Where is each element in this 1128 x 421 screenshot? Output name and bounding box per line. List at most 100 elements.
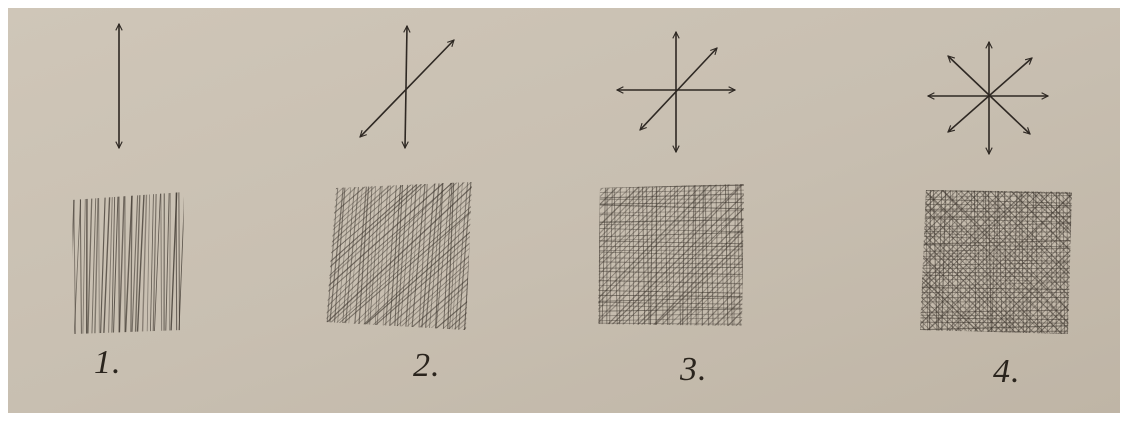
pencil-stroke: [952, 190, 1072, 302]
pencil-stroke: [973, 190, 1072, 285]
pencil-stroke: [598, 184, 702, 283]
pencil-stroke: [598, 209, 744, 215]
pencil-stroke: [93, 192, 100, 334]
pencil-stroke: [446, 182, 462, 330]
pencil-stroke: [598, 294, 744, 298]
pencil-stroke: [439, 182, 456, 330]
pencil-stroke: [598, 304, 744, 310]
pencil-stroke: [941, 190, 1072, 311]
pencil-stroke: [931, 190, 939, 334]
pencil-stroke: [644, 184, 652, 326]
pencil-stroke: [600, 184, 608, 326]
pencil-stroke: [709, 184, 715, 326]
pencil-stroke: [920, 271, 1072, 274]
pencil-stroke: [598, 198, 744, 201]
pencil-stroke: [451, 182, 471, 330]
pencil-stroke: [326, 185, 472, 330]
pencil-stroke: [969, 235, 1072, 334]
pencil-stroke: [598, 278, 744, 286]
pencil-stroke: [977, 243, 1072, 334]
pencil-stroke: [363, 237, 472, 330]
pencil-stroke: [979, 190, 1072, 279]
hatching-illustration: [8, 8, 1120, 413]
pencil-stroke: [920, 190, 1072, 334]
pencil-stroke: [326, 182, 462, 309]
pencil-stroke: [979, 247, 1072, 334]
pencil-stroke: [326, 182, 466, 318]
pencil-stroke: [160, 192, 163, 334]
pencil-stroke: [920, 190, 1072, 334]
pencil-stroke: [951, 190, 1072, 310]
two-direction-arrows-icon: [360, 26, 454, 148]
pencil-stroke: [339, 182, 366, 330]
pencil-stroke: [920, 190, 1072, 334]
pencil-stroke: [920, 197, 1072, 206]
pencil-stroke: [944, 210, 1072, 334]
paper-background: [8, 8, 1120, 413]
pencil-stroke: [920, 222, 1039, 334]
pencil-stroke: [1050, 190, 1053, 334]
pencil-stroke: [945, 190, 952, 334]
pencil-stroke: [942, 208, 1072, 334]
pencil-stroke: [326, 182, 467, 311]
pencil-stroke: [598, 184, 719, 302]
pencil-stroke: [326, 182, 466, 306]
pencil-stroke: [415, 182, 441, 330]
pencil-stroke: [645, 230, 744, 326]
figure-label-1: 1.: [94, 344, 122, 381]
pencil-stroke: [924, 190, 1066, 334]
pencil-stroke: [626, 216, 744, 326]
pencil-stroke: [141, 192, 148, 334]
pencil-stroke: [349, 182, 372, 330]
pencil-stroke: [955, 190, 1072, 298]
pencil-stroke: [347, 225, 472, 330]
pencil-stroke: [363, 182, 380, 330]
pencil-stroke: [326, 182, 472, 330]
pencil-stroke: [920, 221, 1072, 229]
pencil-stroke: [423, 182, 448, 330]
pencil-stroke: [598, 260, 744, 266]
pencil-stroke: [655, 184, 658, 326]
pencil-stroke: [983, 190, 990, 334]
pencil-stroke: [1055, 190, 1058, 334]
pencil-stroke: [598, 184, 725, 308]
pencil-stroke: [920, 190, 1031, 293]
pencil-stroke: [606, 195, 744, 326]
pencil-stroke: [920, 296, 1072, 299]
pencil-stroke: [920, 190, 1044, 308]
pencil-stroke: [920, 190, 1072, 334]
pencil-stroke: [600, 190, 744, 326]
pencil-stroke: [326, 186, 472, 330]
pencil-stroke: [933, 190, 1072, 329]
pencil-stroke: [151, 192, 158, 334]
pencil-stroke: [326, 182, 431, 280]
pencil-stroke: [646, 232, 744, 326]
pencil-stroke: [1009, 190, 1011, 334]
pencil-stroke: [955, 190, 1072, 306]
pencil-stroke: [387, 259, 472, 330]
pencil-stroke: [675, 184, 683, 326]
pencil-stroke: [920, 190, 1050, 312]
pencil-stroke: [134, 192, 147, 334]
pencil-stroke: [920, 217, 1044, 334]
pencil-stroke: [326, 182, 452, 298]
pencil-stroke: [937, 198, 1072, 334]
pencil-stroke: [951, 190, 1072, 307]
pencil-stroke: [326, 182, 420, 263]
pencil-stroke: [920, 190, 1072, 334]
pencil-stroke: [990, 190, 997, 334]
pencil-stroke: [345, 216, 472, 330]
pencil-stroke: [920, 190, 1050, 314]
pencil-stroke: [598, 257, 744, 260]
pencil-stroke: [326, 182, 472, 327]
pencil-stroke: [951, 190, 954, 334]
pencil-stroke: [986, 190, 993, 334]
pencil-stroke: [1045, 190, 1049, 334]
pencil-stroke: [939, 190, 948, 334]
pencil-stroke: [371, 182, 394, 330]
pencil-stroke: [346, 217, 472, 330]
pencil-stroke: [326, 182, 472, 330]
pencil-stroke: [920, 243, 1072, 249]
pencil-stroke: [326, 182, 440, 283]
